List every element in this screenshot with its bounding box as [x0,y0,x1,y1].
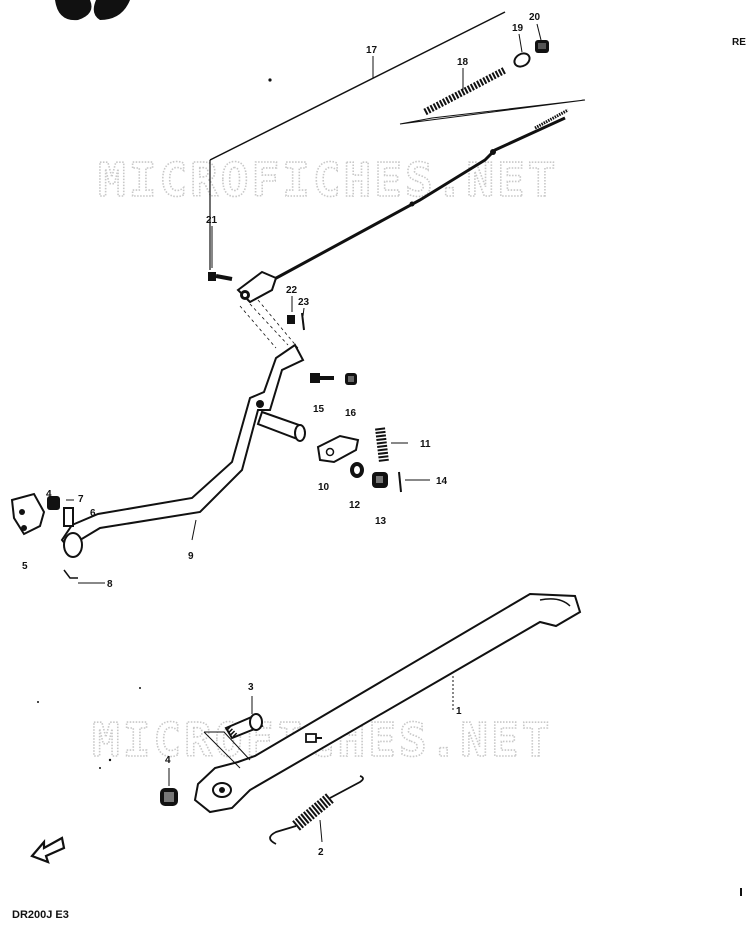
nut-13 [372,472,388,488]
callout-3: 3 [248,682,254,693]
callout-6: 6 [90,508,96,519]
spring-2 [269,775,364,845]
callout-1: 1 [456,706,462,717]
nut-22 [287,315,295,324]
callout-4-upper: 4 [46,489,52,500]
nut-16 [345,373,357,385]
nut-4-lower [160,788,178,806]
washer-12 [350,462,364,478]
callout-23: 23 [298,297,310,308]
callout-2: 2 [318,847,324,858]
pedal-pivot-shaft [256,410,306,442]
callout-4-lower: 4 [165,755,171,766]
callout-19: 19 [512,23,524,34]
callout-17: 17 [366,45,378,56]
assembly-lines-clevis [239,299,299,349]
callout-22: 22 [286,285,298,296]
plate-10 [316,434,360,464]
spring-11 [375,427,389,463]
cotter-pin-23 [301,312,305,331]
brake-pedal-9 [60,343,305,558]
callout-7: 7 [78,494,84,505]
cotter-pin-8 [63,569,78,579]
bolt-3 [224,713,264,740]
stand-pin [305,733,322,743]
callout-15: 15 [313,404,325,415]
front-arrow-icon [30,836,66,864]
callout-20: 20 [529,12,541,23]
nut-20 [535,40,549,53]
assembly-lines-stand [203,731,251,769]
callout-16: 16 [345,408,357,419]
callout-11: 11 [420,439,431,450]
callout-18: 18 [457,57,469,68]
nut-4-upper [47,496,60,510]
leader-lines [66,23,542,843]
callout-9: 9 [188,551,194,562]
callout-12: 12 [349,500,361,511]
nut-19 [513,52,531,68]
corner-blob-2 [93,0,130,20]
brake-rod-17 [209,11,566,294]
bolt-15 [310,373,334,383]
callout-21: 21 [206,215,218,226]
bolt-21 [208,272,233,281]
callouts: 1 2 3 4 4 5 6 7 8 9 10 11 12 13 14 15 16… [22,12,541,858]
scan-specks [37,78,742,896]
callout-10: 10 [318,482,330,493]
model-code: DR200J E3 [12,909,69,921]
callout-13: 13 [375,516,387,527]
callout-5: 5 [22,561,28,572]
pin-6 [63,507,74,527]
watermark-top: MICROFICHES.NET [98,153,558,207]
side-stand-1 [193,592,582,814]
callout-14: 14 [436,476,448,487]
pin-14 [398,471,402,493]
clevis-5 [10,492,46,536]
rod-clevis [236,270,278,304]
callout-8: 8 [107,579,113,590]
spring-18 [399,66,586,130]
corner-blob [55,0,92,21]
corner-text: RE [732,37,746,48]
